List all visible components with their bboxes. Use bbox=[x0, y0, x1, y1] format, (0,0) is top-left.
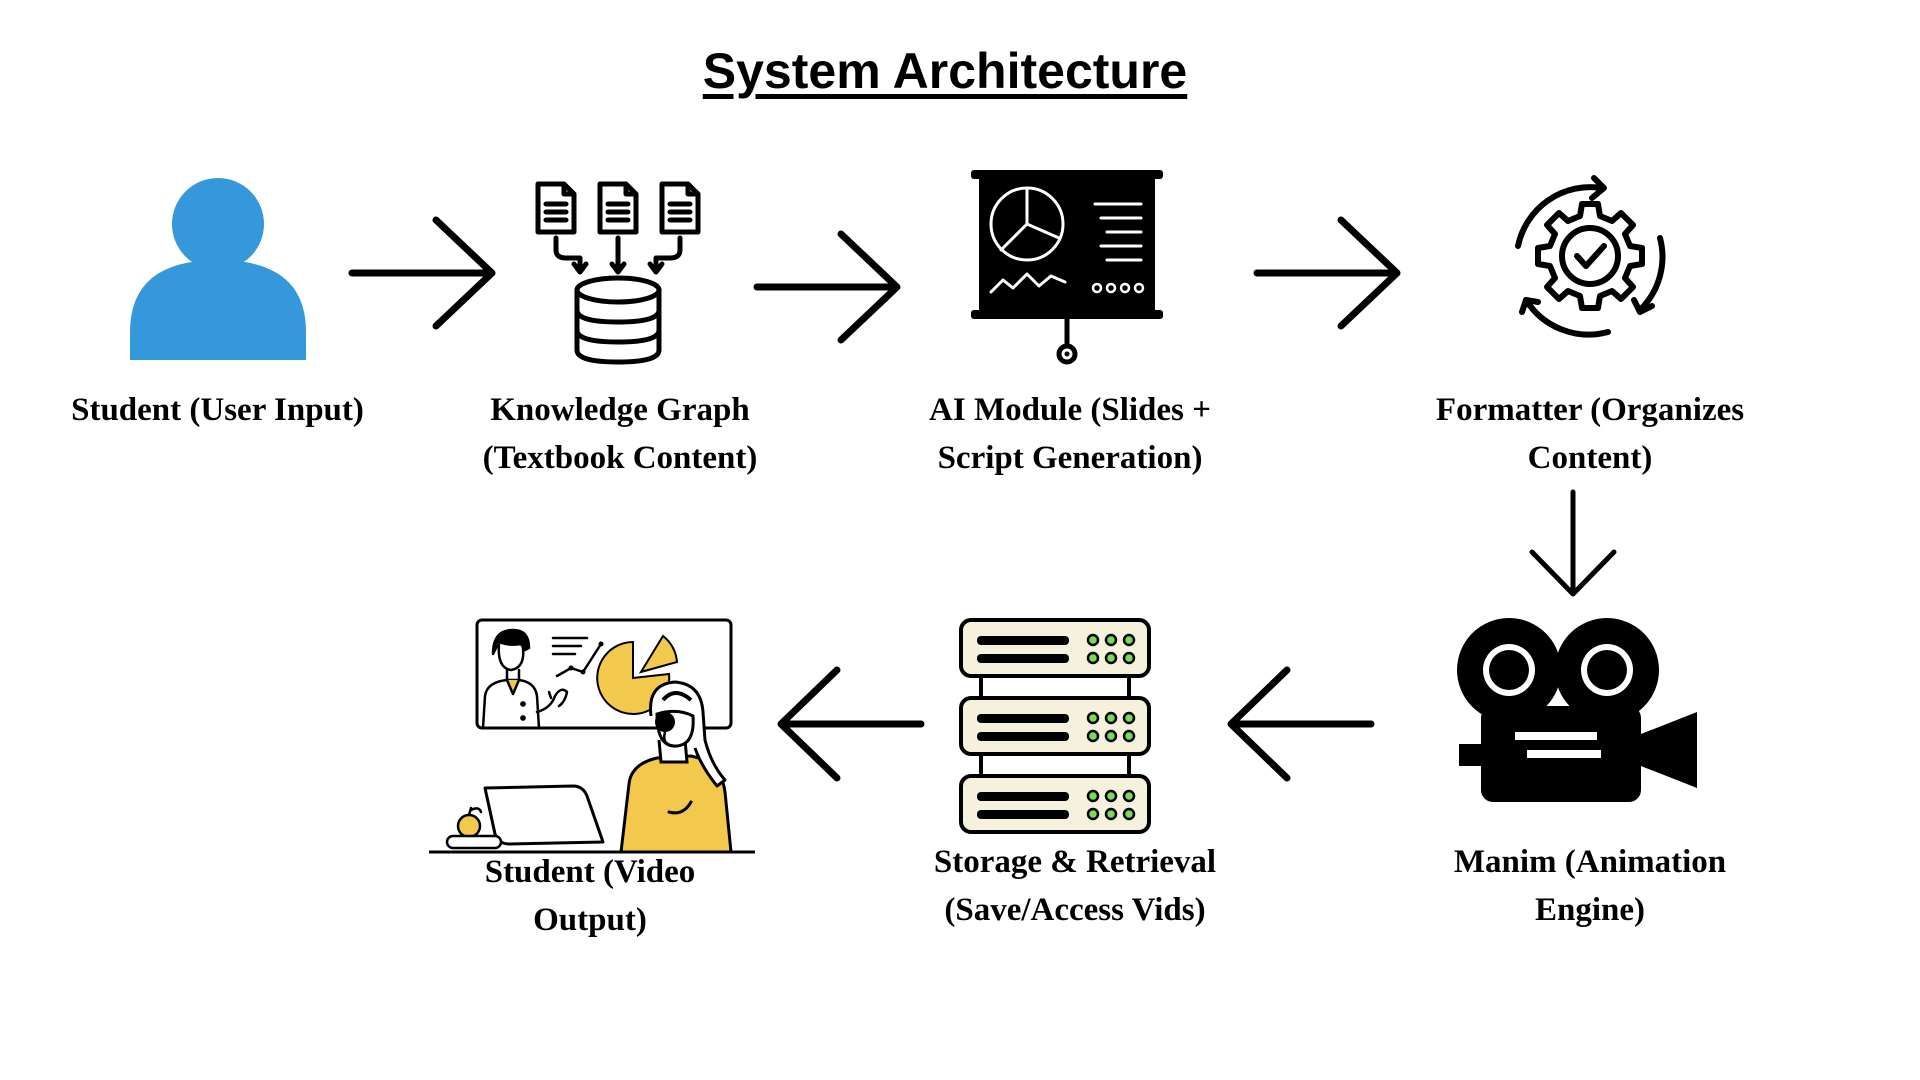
diagram-title: System Architecture bbox=[702, 43, 1188, 99]
server-rack-icon bbox=[959, 618, 1151, 834]
user-icon bbox=[130, 178, 306, 360]
node-label-student-output: Student (Video Output) bbox=[484, 854, 696, 938]
node-label-formatter: Formatter (Organizes Content) bbox=[1435, 392, 1745, 476]
arrow-right bbox=[348, 216, 496, 330]
node-label-ai-module: AI Module (Slides + Script Generation) bbox=[929, 392, 1211, 476]
film-camera-icon bbox=[1457, 618, 1697, 802]
arrow-right bbox=[1253, 216, 1401, 330]
arrow-down bbox=[1529, 489, 1617, 597]
node-label-storage: Storage & Retrieval (Save/Access Vids) bbox=[933, 844, 1217, 928]
node-label-knowledge-graph: Knowledge Graph (Textbook Content) bbox=[482, 392, 758, 476]
arrow-left bbox=[777, 666, 925, 782]
presentation-board-icon bbox=[971, 170, 1163, 365]
arrow-right bbox=[753, 230, 901, 344]
node-label-manim: Manim (Animation Engine) bbox=[1453, 844, 1727, 928]
arrow-left bbox=[1227, 666, 1375, 782]
online-learning-student-icon bbox=[429, 618, 755, 854]
gear-check-cycle-icon bbox=[1515, 175, 1666, 338]
node-label-student-input: Student (User Input) bbox=[71, 392, 364, 428]
documents-database-icon bbox=[535, 181, 701, 365]
